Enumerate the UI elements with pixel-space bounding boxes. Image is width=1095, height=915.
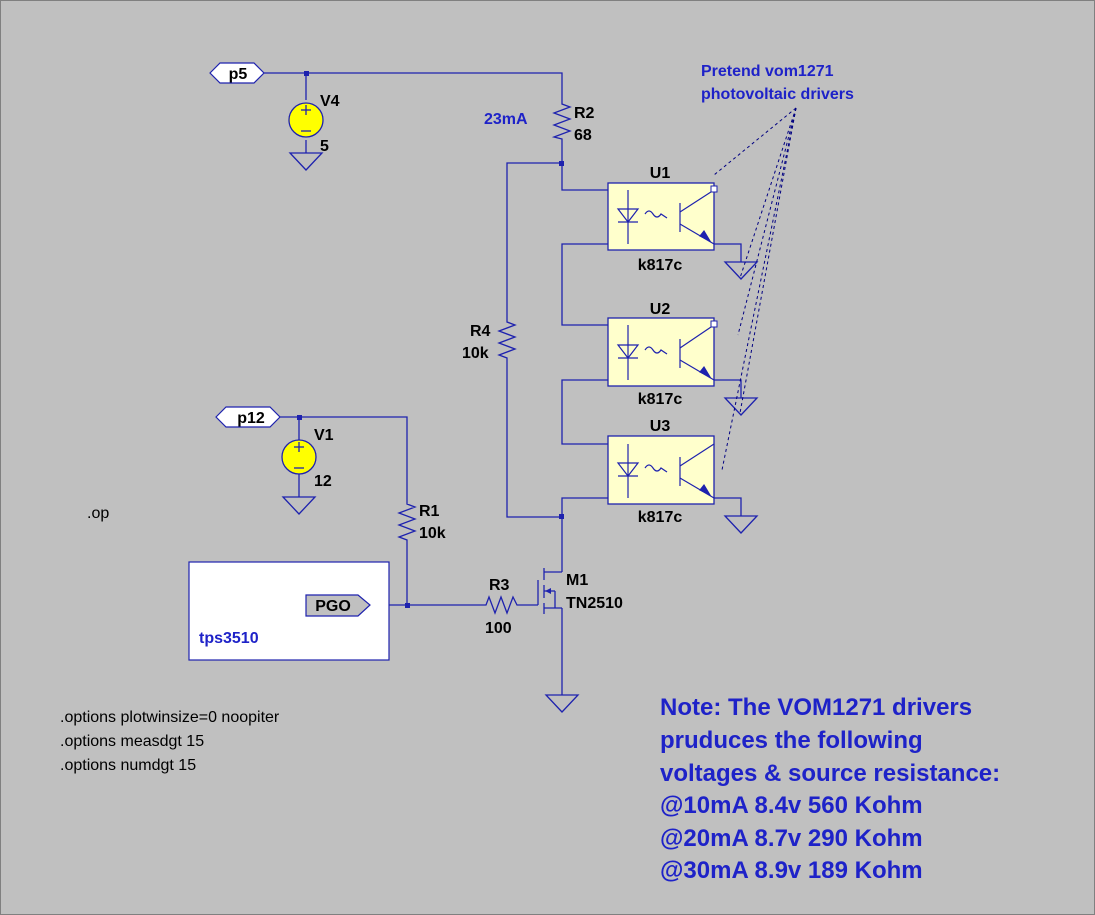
junction-dot: [297, 415, 302, 420]
wire-u1-emitter-gnd[interactable]: [714, 243, 742, 262]
current-label: 23mA: [484, 111, 528, 128]
resistor-value: 10k: [419, 525, 446, 542]
mosfet-m1[interactable]: M1 TN2510: [537, 568, 623, 614]
opto-name: U1: [650, 165, 671, 182]
junction-dot: [405, 603, 410, 608]
ground-symbols: [281, 152, 759, 713]
net-label-text: p5: [229, 66, 248, 83]
wire-u2-emitter-gnd[interactable]: [714, 379, 742, 398]
note-comment[interactable]: Note: The VOM1271 drivers pruduces the f…: [660, 694, 1000, 884]
wire-u1-u2[interactable]: [561, 243, 608, 326]
junctions: [297, 71, 564, 608]
wire-r4-branch[interactable]: [506, 162, 562, 518]
block-name: tps3510: [199, 630, 259, 647]
optocoupler-u3[interactable]: U3 k817c: [607, 418, 715, 526]
mosfet-name: M1: [566, 572, 588, 589]
wire-r2-u1[interactable]: [561, 142, 608, 191]
annotation-pretend[interactable]: Pretend vom1271 photovoltaic drivers: [701, 63, 854, 471]
optocoupler-u2[interactable]: U2 k817c: [607, 301, 718, 408]
junction-dot: [304, 71, 309, 76]
resistor-r4[interactable]: R4 10k: [462, 318, 517, 362]
tps3510-block[interactable]: tps3510 PGO: [188, 561, 390, 661]
source-value: 5: [320, 138, 329, 155]
opto-name: U2: [650, 301, 671, 318]
resistor-r3[interactable]: R3 100: [482, 577, 520, 637]
opto-model: k817c: [638, 391, 683, 408]
optocoupler-u1[interactable]: U1 k817c: [607, 165, 718, 274]
resistor-value: 68: [574, 127, 592, 144]
options-line: .options numdgt 15: [60, 757, 196, 774]
source-name: V1: [314, 427, 334, 444]
port-label: PGO: [315, 598, 351, 615]
note-line: Note: The VOM1271 drivers: [660, 694, 972, 721]
wire-p5-net[interactable]: [262, 72, 563, 100]
opto-model: k817c: [638, 509, 683, 526]
options-line: .options measdgt 15: [60, 733, 204, 750]
note-line: @20mA 8.7v 290 Kohm: [660, 825, 923, 852]
net-label-text: p12: [237, 410, 265, 427]
ground-icon: [544, 694, 580, 713]
note-line: voltages & source resistance:: [660, 760, 1000, 787]
net-label-p5[interactable]: p5: [209, 62, 265, 84]
resistor-name: R1: [419, 503, 440, 520]
resistor-name: R3: [489, 577, 510, 594]
resistor-r1[interactable]: R1 10k: [397, 500, 446, 545]
wire-p12-net[interactable]: [278, 416, 408, 500]
junction-dot: [559, 514, 564, 519]
annotation-line: photovoltaic drivers: [701, 86, 854, 103]
ground-icon: [723, 261, 759, 280]
net-label-p12[interactable]: p12: [215, 406, 281, 428]
junction-dot: [559, 161, 564, 166]
ground-icon: [281, 496, 317, 515]
resistor-value: 10k: [462, 345, 489, 362]
source-name: V4: [320, 93, 340, 110]
wires: [262, 72, 742, 695]
source-value: 12: [314, 473, 332, 490]
resistor-value: 100: [485, 620, 512, 637]
port-pgo[interactable]: PGO: [305, 594, 371, 617]
mosfet-model: TN2510: [566, 595, 623, 612]
ground-icon: [723, 515, 759, 534]
wire-u3-drain[interactable]: [561, 497, 608, 568]
ground-icon: [288, 152, 324, 171]
annotation-line: Pretend vom1271: [701, 63, 834, 80]
voltage-source-v4[interactable]: V4 5: [288, 93, 340, 155]
voltage-source-v1[interactable]: V1 12: [281, 427, 334, 490]
wire-u2-u3[interactable]: [561, 379, 608, 445]
note-line: pruduces the following: [660, 727, 923, 754]
annotation-leader-lines: [713, 107, 797, 471]
opto-model: k817c: [638, 257, 683, 274]
resistor-r2[interactable]: R2 68 23mA: [484, 100, 595, 144]
resistor-name: R4: [470, 323, 491, 340]
wire-u3-emitter-gnd[interactable]: [714, 497, 742, 516]
options-directive[interactable]: .options plotwinsize=0 noopiter .options…: [60, 709, 280, 774]
op-directive[interactable]: .op: [87, 505, 109, 522]
opto-name: U3: [650, 418, 671, 435]
resistor-name: R2: [574, 105, 595, 122]
note-line: @30mA 8.9v 189 Kohm: [660, 857, 923, 884]
options-line: .options plotwinsize=0 noopiter: [60, 709, 280, 726]
ground-icon: [723, 397, 759, 416]
note-line: @10mA 8.4v 560 Kohm: [660, 792, 923, 819]
